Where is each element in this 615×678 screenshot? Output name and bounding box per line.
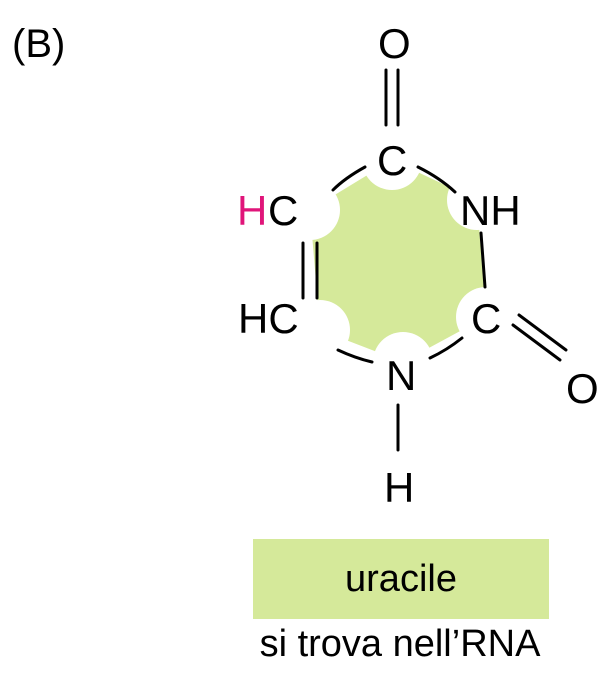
uracil-structure: O C H C NH HC C O N H	[237, 20, 599, 511]
ring-fill	[310, 160, 486, 362]
caption: si trova nell’RNA	[259, 623, 541, 665]
atom-o-right: O	[566, 365, 599, 412]
atom-hc-left-lower: HC	[238, 295, 299, 342]
atom-h-bottom: H	[384, 464, 414, 511]
bonds	[301, 68, 568, 452]
atom-h-highlight: H	[237, 187, 267, 234]
atom-c-left-upper: C	[268, 187, 298, 234]
atom-c-right-lower: C	[471, 295, 501, 342]
atom-cutouts	[280, 130, 516, 392]
panel-label: (B)	[12, 22, 66, 66]
atom-o-top: O	[378, 20, 411, 67]
atom-nh-right: NH	[460, 187, 521, 234]
atom-c-top: C	[377, 137, 407, 184]
molecule-name-box: uracile	[253, 539, 549, 619]
atom-n-bottom: N	[386, 352, 416, 399]
